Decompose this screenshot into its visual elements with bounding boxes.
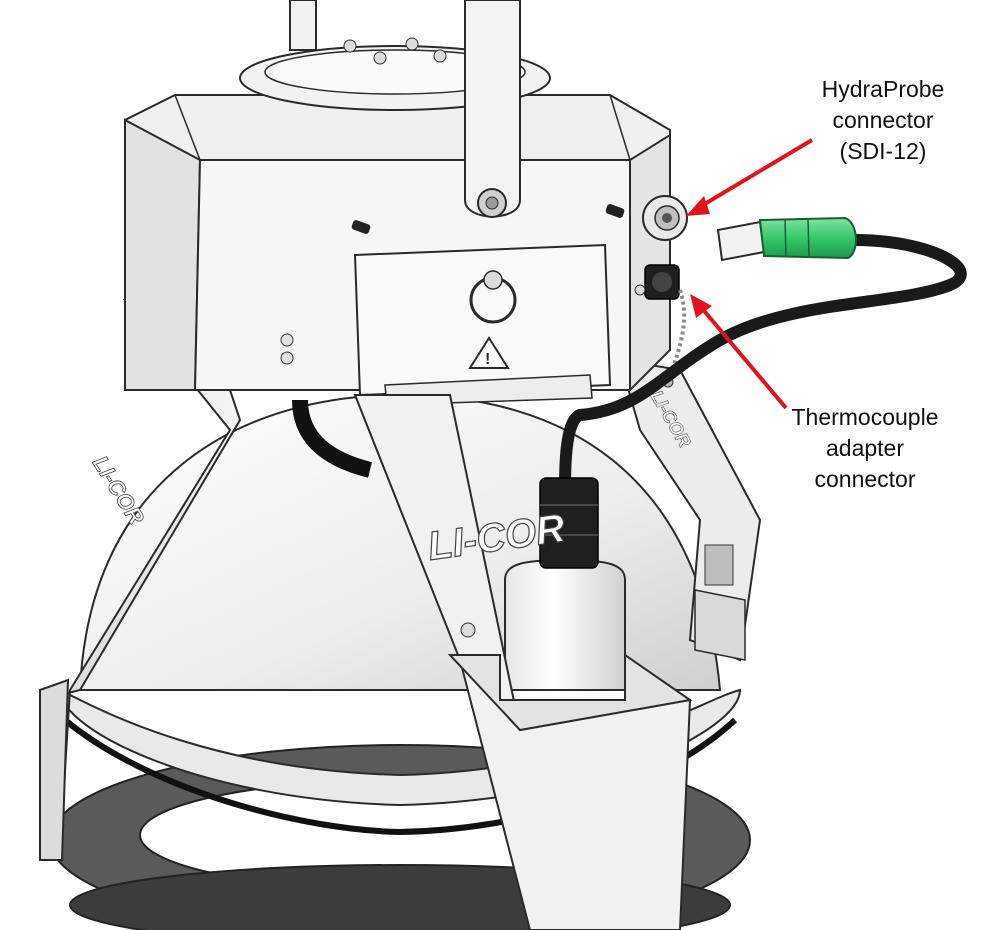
sensor-cable xyxy=(559,234,967,496)
access-panel: ! xyxy=(353,243,612,406)
hydraprobe-label-line3: (SDI-12) xyxy=(839,138,927,164)
hydraprobe-arrow xyxy=(686,138,814,216)
thermocouple-connector-label: Thermocouple adapter connector xyxy=(770,402,960,495)
cable-gland xyxy=(539,477,599,569)
thermocouple-arrow xyxy=(690,294,788,410)
hydraprobe-plug xyxy=(716,216,857,262)
thermocouple-label-line2: adapter xyxy=(825,435,904,461)
hydraprobe-port xyxy=(642,195,688,241)
mount-bar xyxy=(464,0,521,218)
hydraprobe-connector-label: HydraProbe connector (SDI-12) xyxy=(788,74,978,167)
rating-plate xyxy=(704,544,734,586)
mount-post-left xyxy=(289,0,317,51)
thermocouple-label-line1: Thermocouple xyxy=(791,404,939,430)
center-arm: LI-COR xyxy=(353,394,693,930)
warning-icon xyxy=(468,336,510,369)
hydraprobe-label-line1: HydraProbe xyxy=(821,76,945,102)
sensor-bottle xyxy=(504,477,626,691)
hydraprobe-label-line2: connector xyxy=(832,107,934,133)
left-arm-brand: LI-COR xyxy=(88,451,149,529)
svg-text:!: ! xyxy=(485,351,490,368)
right-arm: LI-COR xyxy=(618,358,762,662)
thermocouple-label-line3: connector xyxy=(814,466,916,492)
